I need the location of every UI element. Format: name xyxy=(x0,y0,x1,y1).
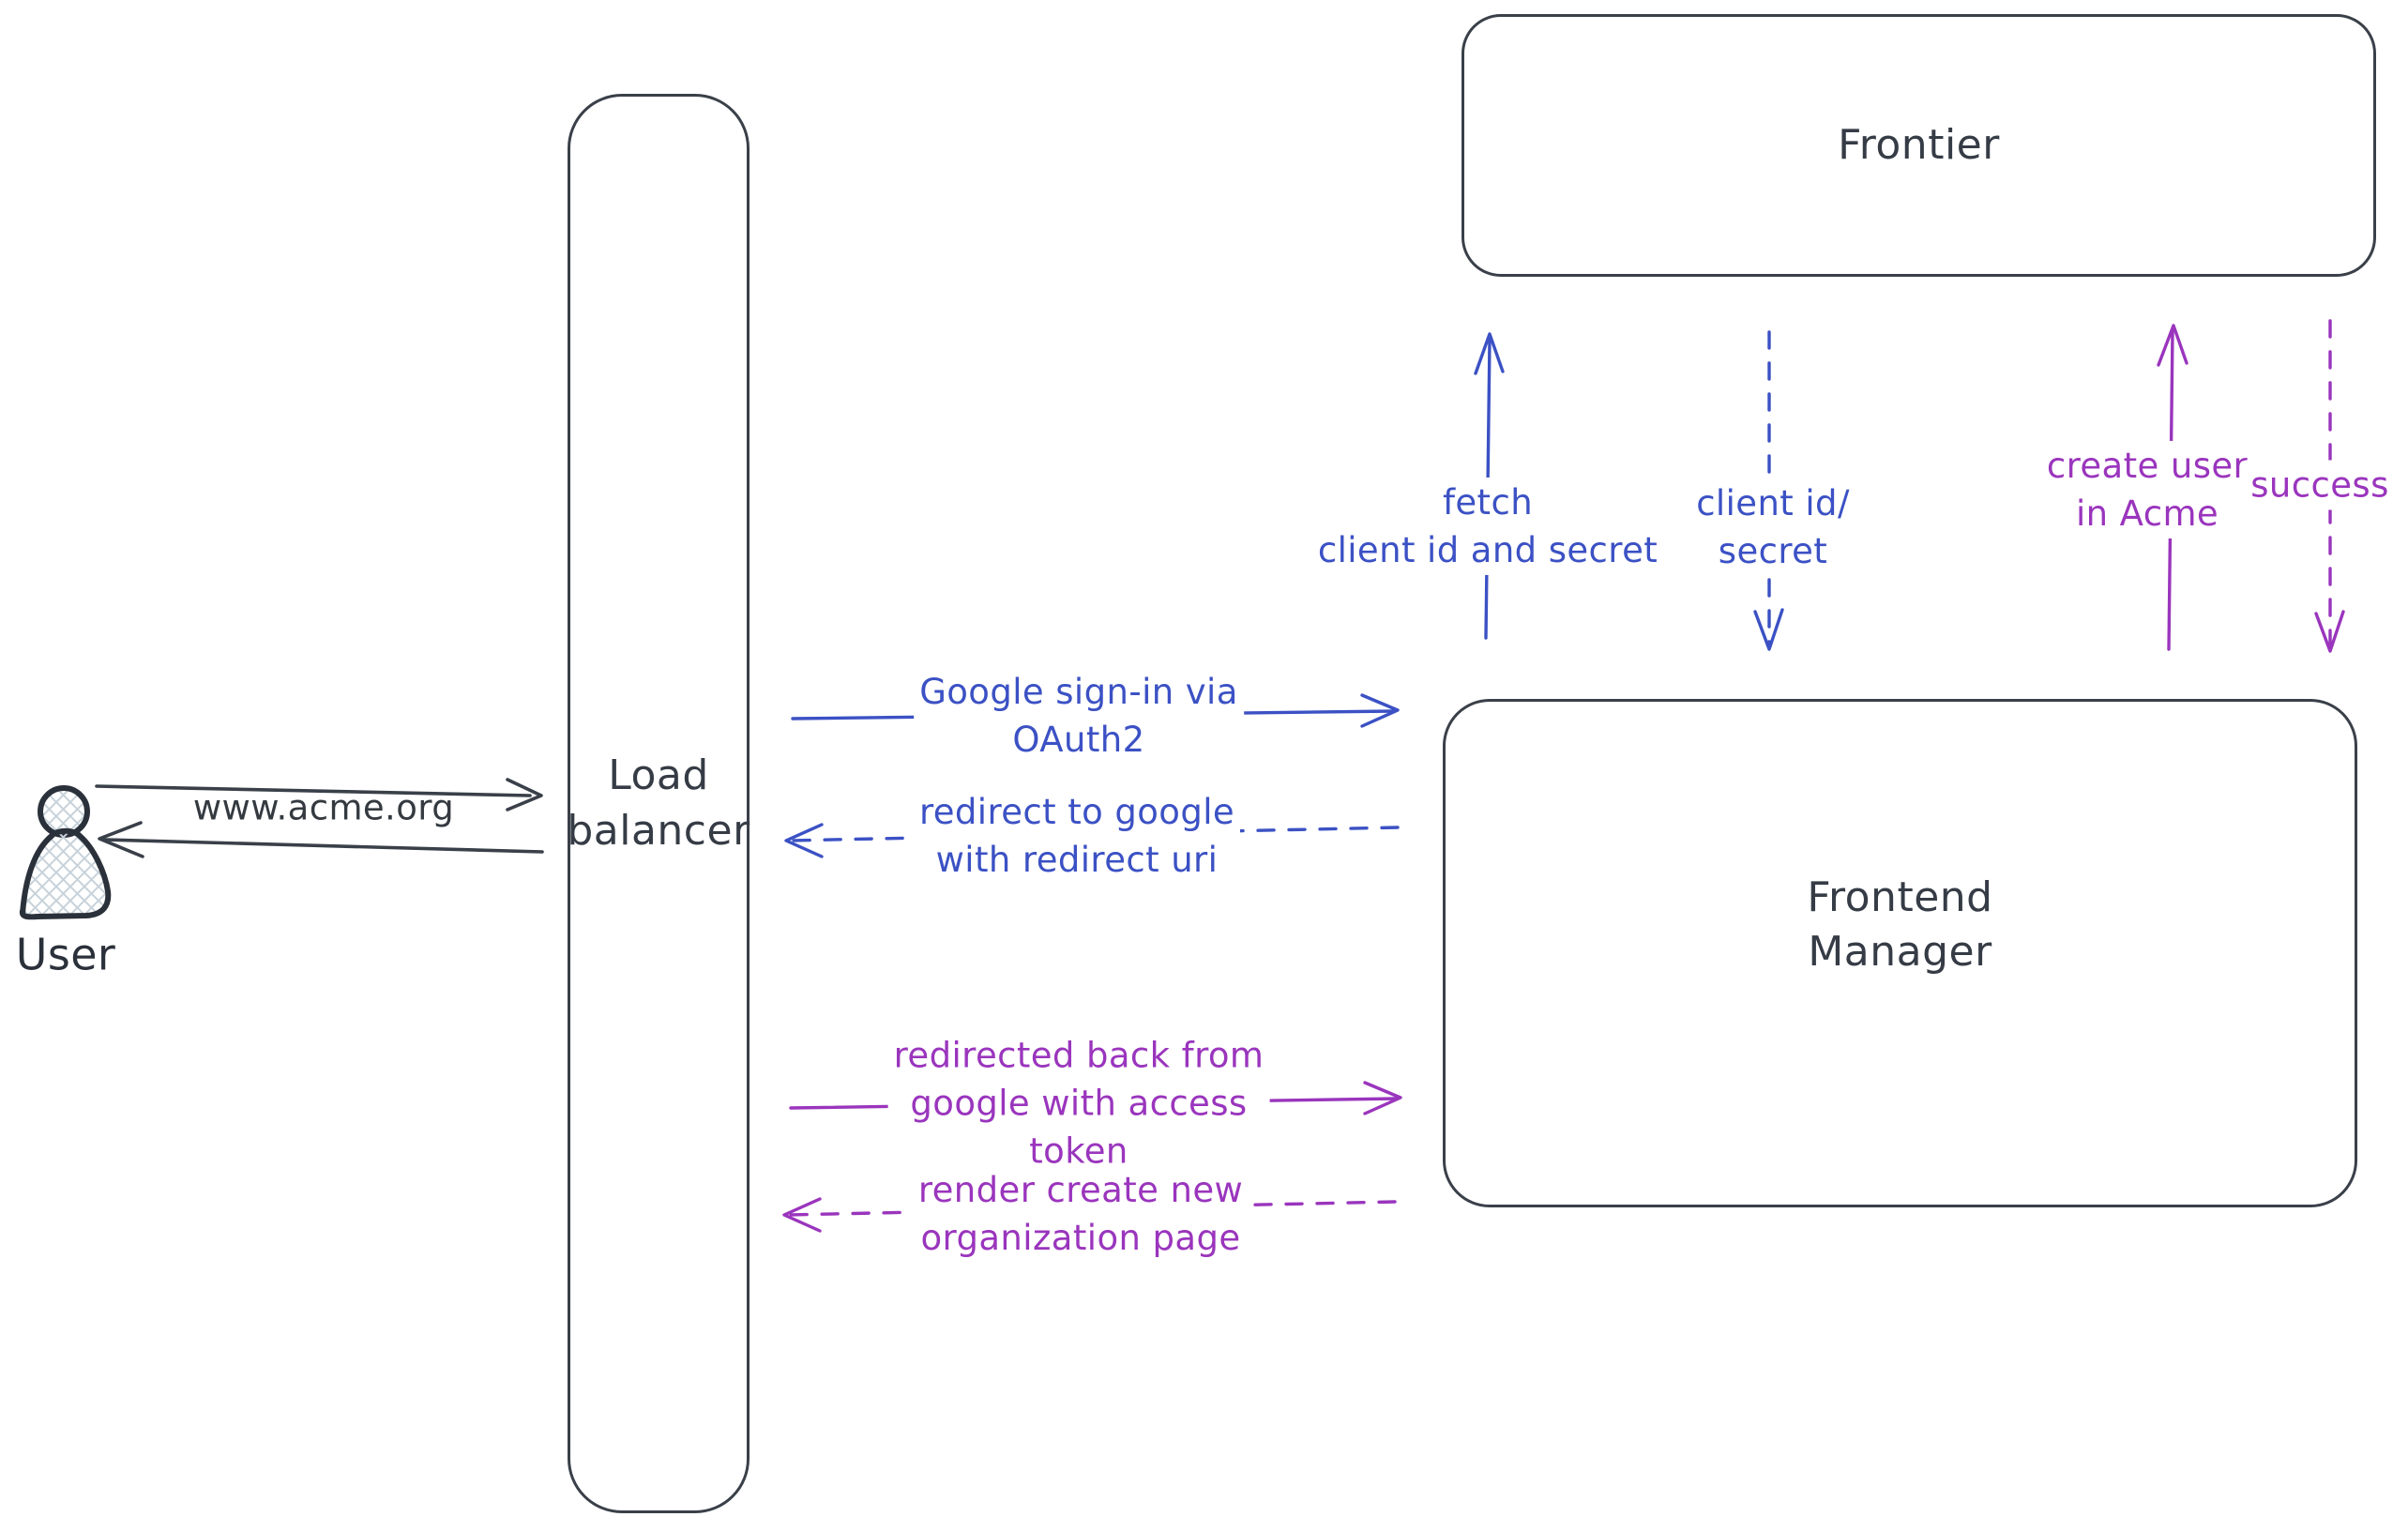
client-id-secret-label: client id/ secret xyxy=(1690,478,1855,577)
redirected-back-label: redirected back from google with access … xyxy=(887,1030,1270,1176)
user-head xyxy=(38,785,90,838)
user-icon xyxy=(19,785,112,920)
www-acme-label: www.acme.org xyxy=(192,787,455,828)
success-label: success xyxy=(2245,460,2395,510)
load-balancer-label: Load balancer xyxy=(567,751,750,855)
arrow-return-to-user xyxy=(98,821,544,858)
frontend-manager-box: Frontend Manager xyxy=(1443,699,2357,1207)
render-org-page-label: render create new organization page xyxy=(912,1164,1249,1264)
user-label: User xyxy=(15,929,116,980)
fetch-client-id-label: fetch client id and secret xyxy=(1311,477,1664,576)
create-user-label: create user in Acme xyxy=(2040,440,2254,539)
load-balancer-box: Load balancer xyxy=(567,94,750,1513)
arrow-redirect-to-google xyxy=(784,823,1400,858)
frontier-label: Frontier xyxy=(1838,120,2000,169)
arrow-www-acme xyxy=(95,778,543,812)
user-body xyxy=(19,827,112,920)
google-signin-label: Google sign-in via OAuth2 xyxy=(914,666,1244,766)
frontend-manager-label: Frontend Manager xyxy=(1807,872,1993,976)
redirect-to-google-label: redirect to google with redirect uri xyxy=(913,786,1241,886)
frontier-box: Frontier xyxy=(1461,14,2376,277)
arrow-render-org-page xyxy=(782,1197,1397,1233)
